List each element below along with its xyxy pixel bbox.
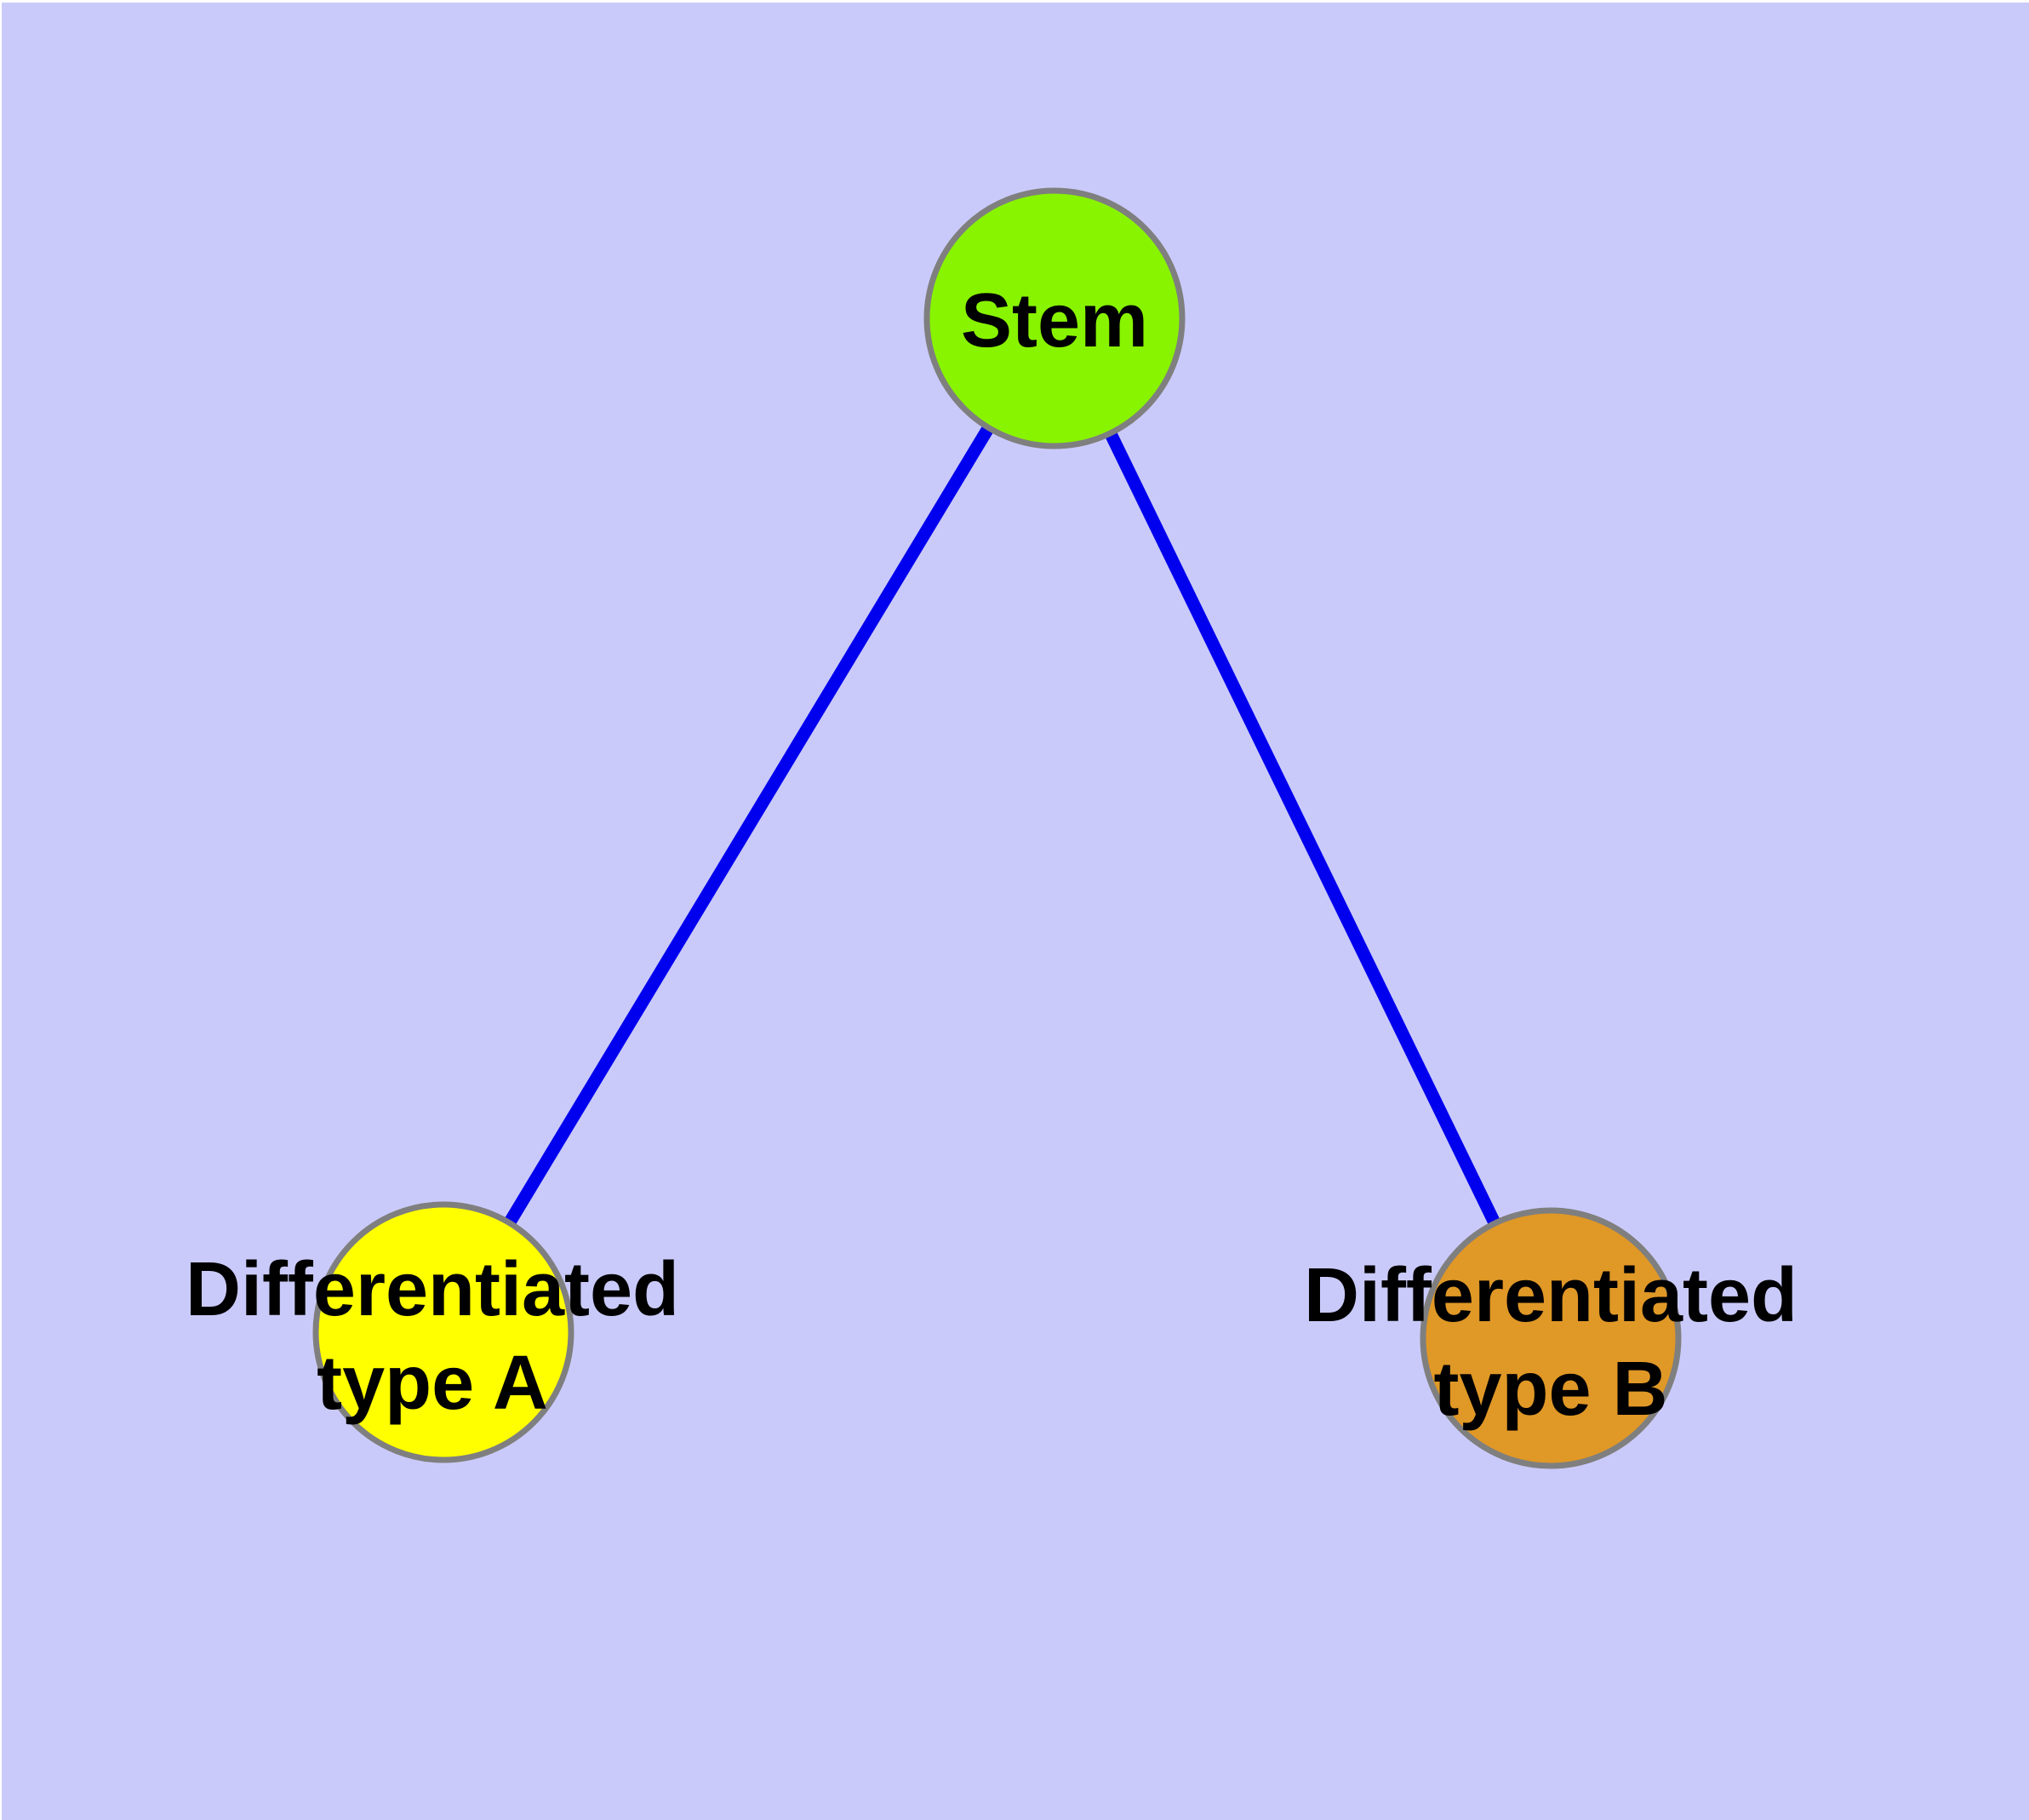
node-type-b-label-line1: Differentiated bbox=[1304, 1253, 1798, 1338]
edge-stem-to-type-a bbox=[437, 315, 1060, 1336]
node-stem-label: Stem bbox=[961, 278, 1148, 363]
node-stem bbox=[923, 187, 1186, 449]
node-differentiated-type-a bbox=[312, 1201, 574, 1463]
node-type-b-label-line2: type B bbox=[1433, 1347, 1667, 1432]
node-differentiated-type-b bbox=[1420, 1207, 1682, 1469]
edge-stem-to-type-b bbox=[1049, 315, 1557, 1342]
node-type-a-label-line1: Differentiated bbox=[186, 1247, 679, 1332]
node-type-a-label-line2: type A bbox=[317, 1341, 548, 1426]
